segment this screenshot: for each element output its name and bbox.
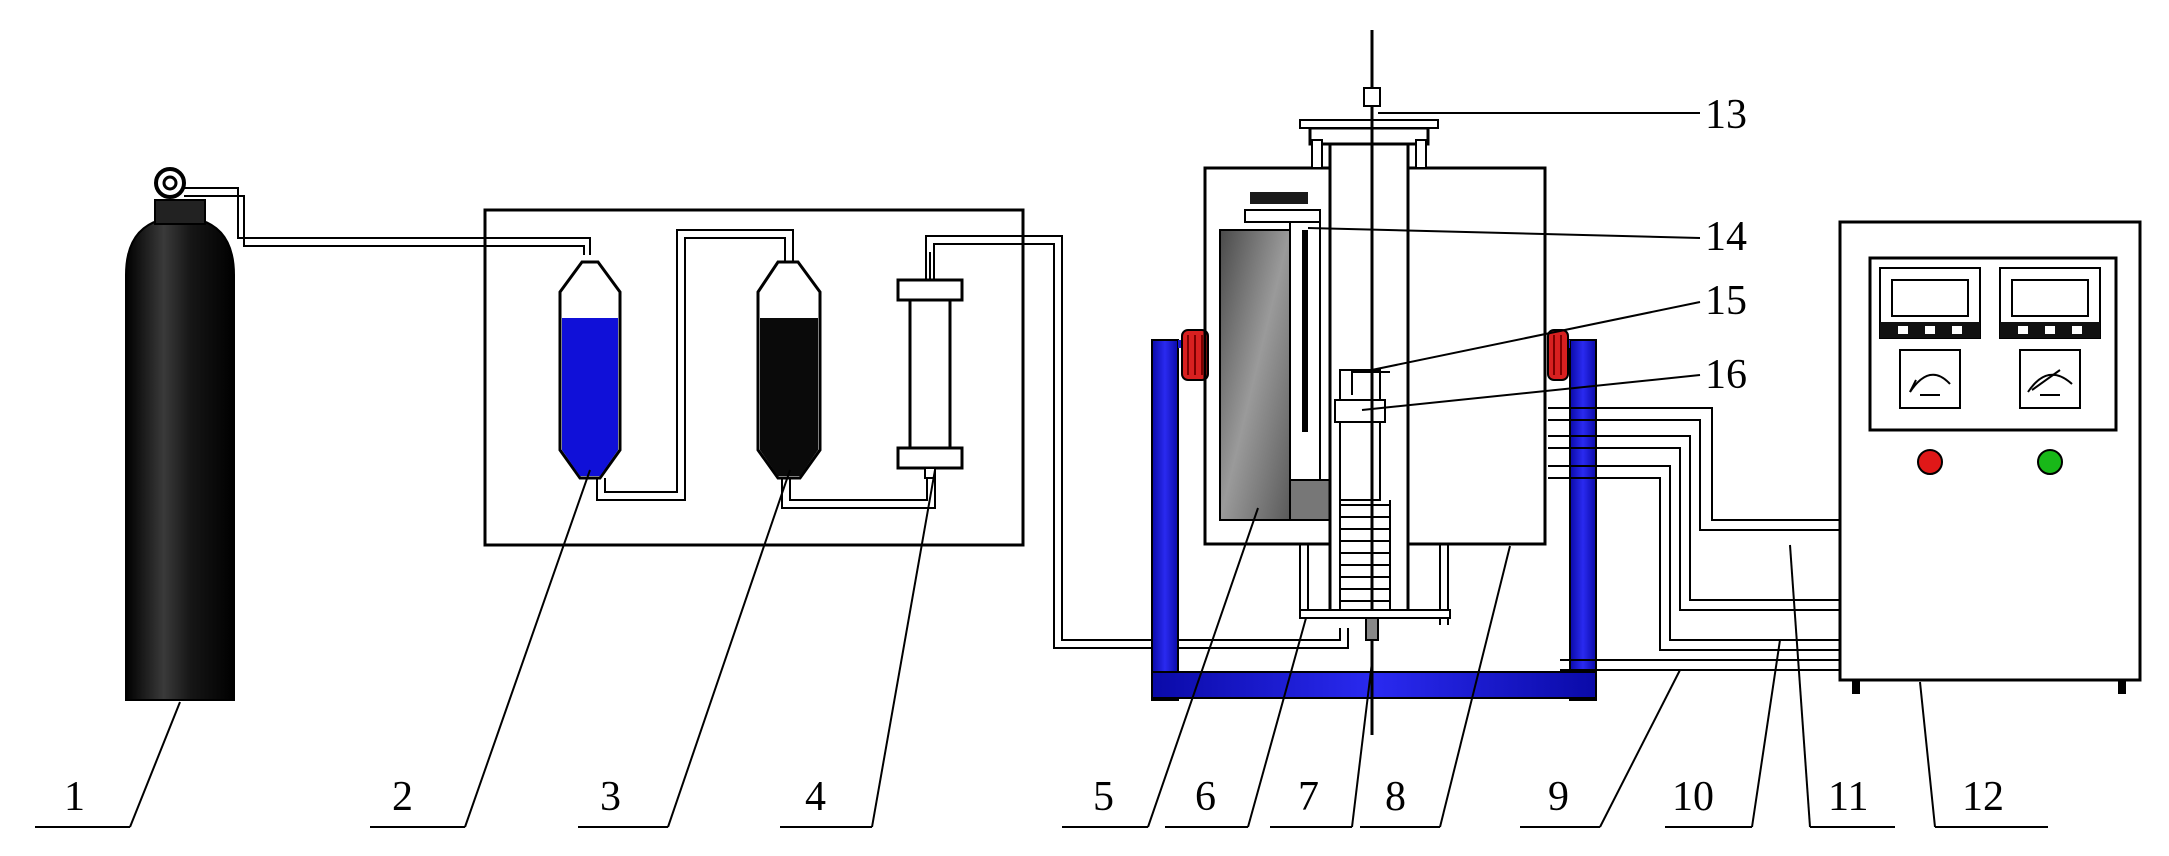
label-9: 9 [1548, 774, 1569, 820]
label-8: 8 [1385, 774, 1406, 820]
label-15: 15 [1705, 278, 1747, 324]
meter-right [1999, 267, 2101, 339]
crucible-ladder [1339, 500, 1391, 612]
blue-column [558, 260, 622, 480]
connection-pipe-3-4 [781, 472, 936, 509]
label-1: 1 [64, 774, 85, 820]
furnace-legs [1299, 544, 1451, 641]
black-column [756, 260, 822, 480]
label-7: 7 [1298, 774, 1319, 820]
connection-pipe-2-3 [596, 229, 794, 501]
outlet-pipe [925, 235, 1349, 649]
dryer-tube [896, 252, 964, 479]
heating-element [1219, 192, 1331, 521]
red-button [1917, 449, 1943, 475]
green-button [2037, 449, 2063, 475]
label-6: 6 [1195, 774, 1216, 820]
label-2: 2 [392, 774, 413, 820]
label-3: 3 [600, 774, 621, 820]
pivot-right [1547, 329, 1569, 381]
label-14: 14 [1705, 214, 1747, 260]
label-5: 5 [1093, 774, 1114, 820]
gauge-left [1899, 349, 1961, 409]
label-16: 16 [1705, 352, 1747, 398]
callout-labels: 1 2 3 4 5 6 7 8 9 10 11 12 13 14 15 16 [64, 92, 2004, 820]
label-13: 13 [1705, 92, 1747, 138]
label-12: 12 [1962, 774, 2004, 820]
gas-pipe [184, 187, 591, 255]
gauge-right [2019, 349, 2081, 409]
leader-lines [35, 112, 2048, 828]
label-4: 4 [805, 774, 826, 820]
meter-left [1879, 267, 1981, 339]
purification-panel [483, 208, 1025, 547]
furnace-frame [1151, 339, 1597, 701]
control-box [1838, 220, 2142, 694]
pivot-left [1181, 329, 1209, 381]
gas-cylinder [125, 167, 235, 701]
label-10: 10 [1672, 774, 1714, 820]
label-11: 11 [1828, 774, 1868, 820]
signal-cables [1351, 371, 1840, 671]
